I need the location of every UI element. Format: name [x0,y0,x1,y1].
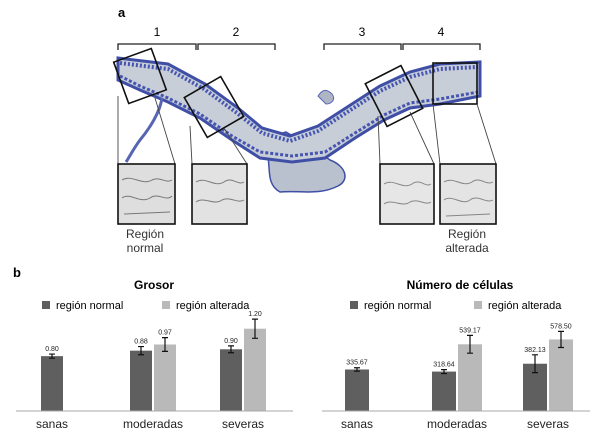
chart-grosor-categories: sanas moderadas severas [36,417,264,431]
chart-celulas-categories: sanas moderadas severas [341,417,569,431]
inset-connectors [117,96,497,165]
sample-box-1 [112,47,168,105]
caption-normal-line1: Región [126,227,164,241]
legend-swatch-altered [162,301,170,309]
data-label-celulas-moderadas-s1: 539.17 [459,327,481,334]
chart-celulas-title: Número de células [407,278,514,292]
chart-grosor: Grosor región normal región alterada 0.8… [16,278,293,431]
errorbar-grosor-moderadas-s0 [138,345,144,356]
bar-celulas-moderadas-s0 [432,371,456,411]
category-label-grosor-moderadas: moderadas [123,417,183,431]
legend-swatch-normal [42,301,50,309]
chart-grosor-title: Grosor [134,278,174,292]
bar-celulas-moderadas-s1 [458,344,482,411]
data-label-grosor-moderadas-s0: 0.88 [134,339,148,346]
palisade-layer-upper [119,61,479,144]
errorbar-celulas-moderadas-s1 [467,334,473,354]
category-label-grosor-sanas: sanas [36,417,68,431]
leaf-cross-section [116,56,482,193]
leaf-tip [317,89,335,105]
inset-altered-3 [379,163,435,225]
sample-boxes [112,47,478,139]
bar-celulas-sanas-s0 [345,369,369,411]
legend-label-normal: región normal [364,300,431,312]
data-label-celulas-severas-s1: 578.50 [550,323,572,330]
errorbar-grosor-sanas-s0 [49,353,55,359]
data-label-grosor-sanas-s0: 0.80 [45,346,59,353]
data-label-celulas-moderadas-s0: 318.64 [433,362,455,369]
category-label-celulas-severas: severas [527,417,569,431]
sample-box-3 [364,64,424,128]
bracket-region-4 [402,43,481,50]
data-label-grosor-moderadas-s1: 0.97 [158,330,172,337]
data-label-grosor-severas-s0: 0.90 [224,338,238,345]
data-label-celulas-sanas-s0: 335.67 [346,360,368,367]
legend-swatch-altered [474,301,482,309]
bracket-region-1 [117,43,197,50]
errorbar-grosor-severas-s1 [252,318,258,339]
leaf-tail [124,97,164,163]
palisade-layer-lower [119,74,479,158]
errorbar-celulas-sanas-s0 [354,367,360,372]
data-label-celulas-severas-s0: 382.13 [524,347,546,354]
errorbar-celulas-severas-s0 [532,354,538,374]
errorbar-grosor-moderadas-s1 [162,337,168,352]
caption-altered-line2: alterada [445,241,489,255]
leaf-blade [116,56,482,164]
inset-normal-2 [191,163,248,225]
bar-grosor-sanas-s0 [41,356,63,411]
caption-normal-line2: normal [127,241,164,255]
chart-celulas-marks: 335.67 318.64 539.17 382.13 578.50 [345,323,573,411]
region-brackets [117,43,481,50]
bar-grosor-moderadas-s0 [130,350,152,411]
region-number-3: 3 [359,25,366,39]
legend-swatch-normal [350,301,358,309]
chart-celulas-legend: región normal región alterada [350,300,562,312]
legend-label-normal: región normal [56,300,123,312]
inset-normal-1 [117,163,176,225]
category-label-grosor-severas: severas [222,417,264,431]
sample-box-2 [183,75,245,139]
chart-grosor-legend: región normal región alterada [42,300,250,312]
panel-a-label: a [118,5,126,20]
region-number-1: 1 [154,25,161,39]
data-label-grosor-severas-s1: 1.20 [248,311,262,318]
bracket-region-3 [323,43,402,50]
errorbar-celulas-moderadas-s0 [441,369,447,375]
chart-celulas: Número de células región normal región a… [322,278,590,431]
bar-celulas-severas-s1 [549,339,573,411]
bar-grosor-moderadas-s1 [154,344,176,411]
bar-grosor-severas-s0 [220,349,242,411]
legend-label-altered: región alterada [488,300,562,312]
chart-grosor-marks: 0.80 0.88 0.97 0.90 1.20 [41,311,266,411]
legend-label-altered: región alterada [176,300,250,312]
sample-box-4 [432,62,478,105]
panel-b-label: b [13,265,21,280]
caption-altered-line1: Región [448,227,486,241]
category-label-celulas-sanas: sanas [341,417,373,431]
inset-altered-4 [439,163,497,225]
region-number-4: 4 [438,25,445,39]
category-label-celulas-moderadas: moderadas [427,417,487,431]
errorbar-celulas-severas-s1 [558,330,564,349]
errorbar-grosor-severas-s0 [228,345,234,354]
bar-grosor-severas-s1 [244,328,266,411]
bracket-region-2 [197,43,276,50]
region-number-2: 2 [233,25,240,39]
